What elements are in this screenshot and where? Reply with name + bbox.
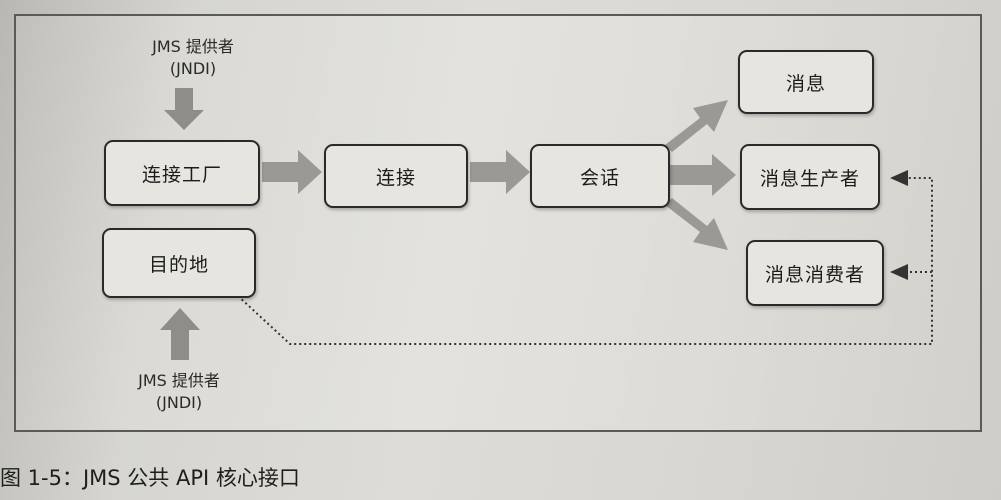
node-message-consumer: 消息消费者 [746,240,884,306]
provider-top: JMS 提供者 (JNDI) [118,36,268,80]
arrow-factory-to-connection [262,150,322,194]
arrow-session-to-consumer [665,198,728,250]
node-connection-factory: 连接工厂 [104,140,260,206]
node-message-producer: 消息生产者 [740,144,880,210]
node-session: 会话 [530,144,670,208]
arrow-connection-to-session [470,150,530,194]
arrow-provider-to-destination [160,308,200,360]
node-connection: 连接 [324,144,468,208]
provider-top-name: JMS 提供者 [152,37,234,56]
provider-bottom-name: JMS 提供者 [138,371,220,390]
arrow-session-to-message [665,100,728,152]
provider-top-sub: (JNDI) [169,59,217,78]
provider-bottom: JMS 提供者 (JNDI) [104,370,254,414]
arrow-provider-to-factory [164,88,204,130]
node-destination: 目的地 [102,228,256,298]
node-message: 消息 [738,50,874,114]
arrow-session-to-producer [670,154,736,196]
figure-caption: 图 1-5：JMS 公共 API 核心接口 [0,466,300,490]
provider-bottom-sub: (JNDI) [155,393,203,412]
